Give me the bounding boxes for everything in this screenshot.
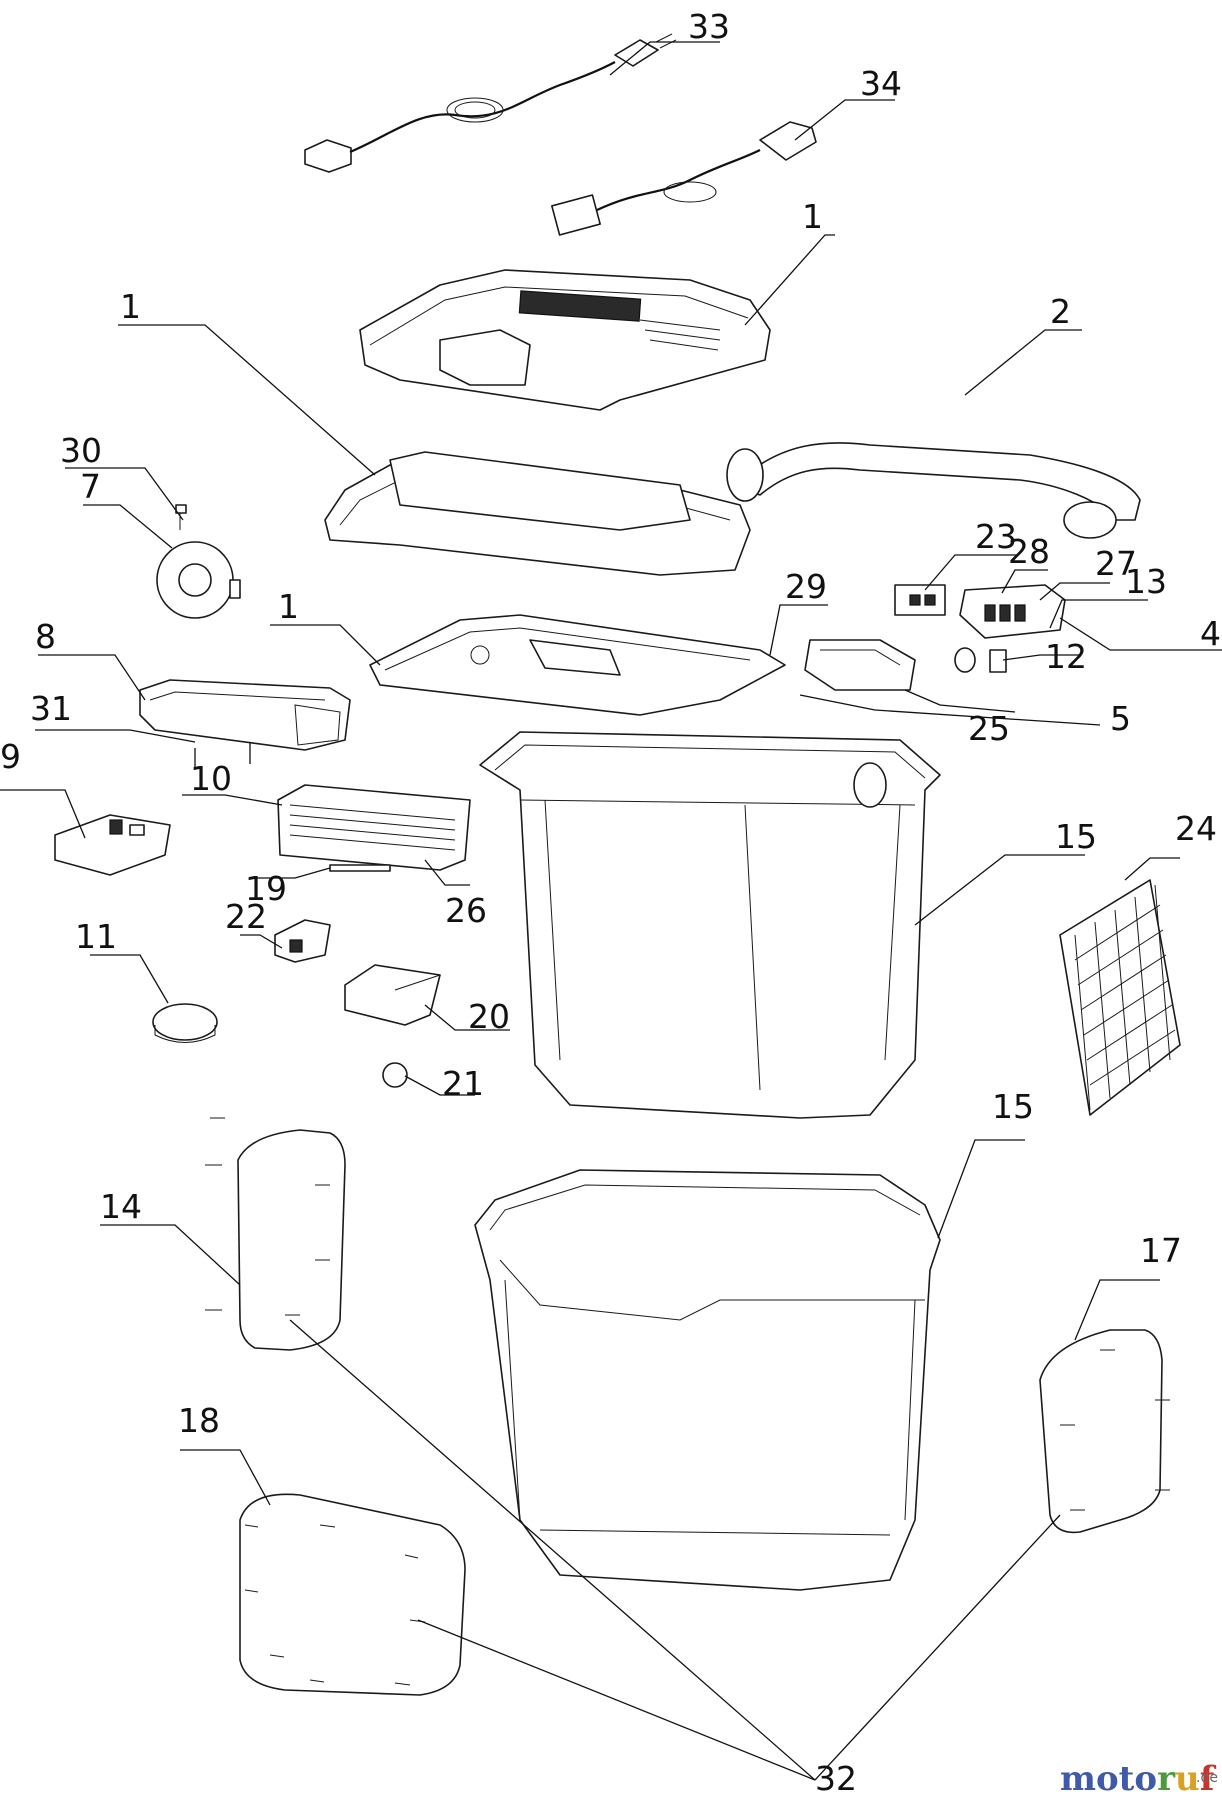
top-lid xyxy=(359,269,771,411)
callout-32: 32 xyxy=(815,1759,857,1798)
watermark-suffix: .de xyxy=(1196,1770,1218,1786)
callout-33: 33 xyxy=(688,7,730,46)
switch-plate-23 xyxy=(894,584,946,616)
callout-29: 29 xyxy=(785,567,827,606)
motoruf-watermark: motoruf .de xyxy=(1060,1759,1218,1799)
side-panel-bottom xyxy=(239,1493,466,1696)
car-power-cord xyxy=(551,121,817,236)
circuit-board xyxy=(54,814,171,876)
callout-5: 5 xyxy=(1110,699,1131,738)
watermark-letter: r xyxy=(1157,1759,1176,1799)
inner-lid xyxy=(324,451,751,576)
knob-cap xyxy=(152,1003,218,1043)
callout-10: 10 xyxy=(190,759,232,798)
callout-25: 25 xyxy=(968,709,1010,748)
callout-13: 13 xyxy=(1125,562,1167,601)
fan-housing xyxy=(139,679,351,751)
callout-21: 21 xyxy=(442,1064,484,1103)
callout-7: 7 xyxy=(80,467,101,506)
washer xyxy=(382,1062,408,1088)
callout-26: 26 xyxy=(445,891,487,930)
inner-container xyxy=(479,731,941,1119)
watermark-letter: m xyxy=(1060,1759,1096,1799)
callout-15-outer: 15 xyxy=(992,1087,1034,1126)
watermark-letter: u xyxy=(1175,1759,1200,1799)
carry-handle xyxy=(726,442,1141,539)
callout-23: 23 xyxy=(975,517,1017,556)
cold-block xyxy=(344,964,441,1026)
control-panel-28 xyxy=(959,584,1066,639)
peltier-module xyxy=(274,919,331,963)
callout-4: 4 xyxy=(1200,614,1221,653)
lid-frame xyxy=(369,614,786,716)
callout-30: 30 xyxy=(60,431,102,470)
callout-28: 28 xyxy=(1008,532,1050,571)
watermark-letter: f xyxy=(1200,1759,1217,1799)
heatsink xyxy=(277,784,471,872)
callout-31: 31 xyxy=(30,689,72,728)
watermark-letter: o xyxy=(1096,1759,1119,1799)
watermark-logo: motoruf xyxy=(1060,1759,1217,1799)
callout-14: 14 xyxy=(100,1187,142,1226)
callout-1-lid-frame: 1 xyxy=(278,587,299,626)
callout-22: 22 xyxy=(225,897,267,936)
callout-17: 17 xyxy=(1140,1231,1182,1270)
mains-power-cord xyxy=(304,33,677,173)
callout-1-inner-lid: 1 xyxy=(120,287,141,326)
callout-2: 2 xyxy=(1050,292,1071,331)
callout-15-inner: 15 xyxy=(1055,817,1097,856)
outer-container xyxy=(474,1169,941,1591)
callout-18: 18 xyxy=(178,1401,220,1440)
callout-1-top-lid: 1 xyxy=(802,197,823,236)
grid-panel xyxy=(1059,879,1181,1116)
screws-31 xyxy=(194,742,251,768)
vent-duct-5 xyxy=(804,639,916,691)
callout-9: 9 xyxy=(0,737,21,776)
side-panel-left xyxy=(205,1117,346,1351)
callout-labels: 33 34 1 1 2 30 7 23 28 27 13 4 1 29 8 12… xyxy=(0,7,1221,1798)
leader-lines xyxy=(0,41,1222,1781)
callout-24: 24 xyxy=(1175,809,1217,848)
callout-34: 34 xyxy=(860,64,902,103)
watermark-letter: t xyxy=(1119,1759,1135,1799)
fan-motor xyxy=(156,504,241,619)
callout-20: 20 xyxy=(468,997,510,1036)
callout-12: 12 xyxy=(1045,637,1087,676)
side-panel-right xyxy=(1039,1329,1170,1534)
watermark-letter: o xyxy=(1134,1759,1157,1799)
callout-11: 11 xyxy=(75,917,117,956)
callout-27: 27 xyxy=(1095,544,1137,583)
socket-12 xyxy=(954,647,1007,673)
callout-19: 19 xyxy=(245,869,287,908)
callout-8: 8 xyxy=(35,617,56,656)
